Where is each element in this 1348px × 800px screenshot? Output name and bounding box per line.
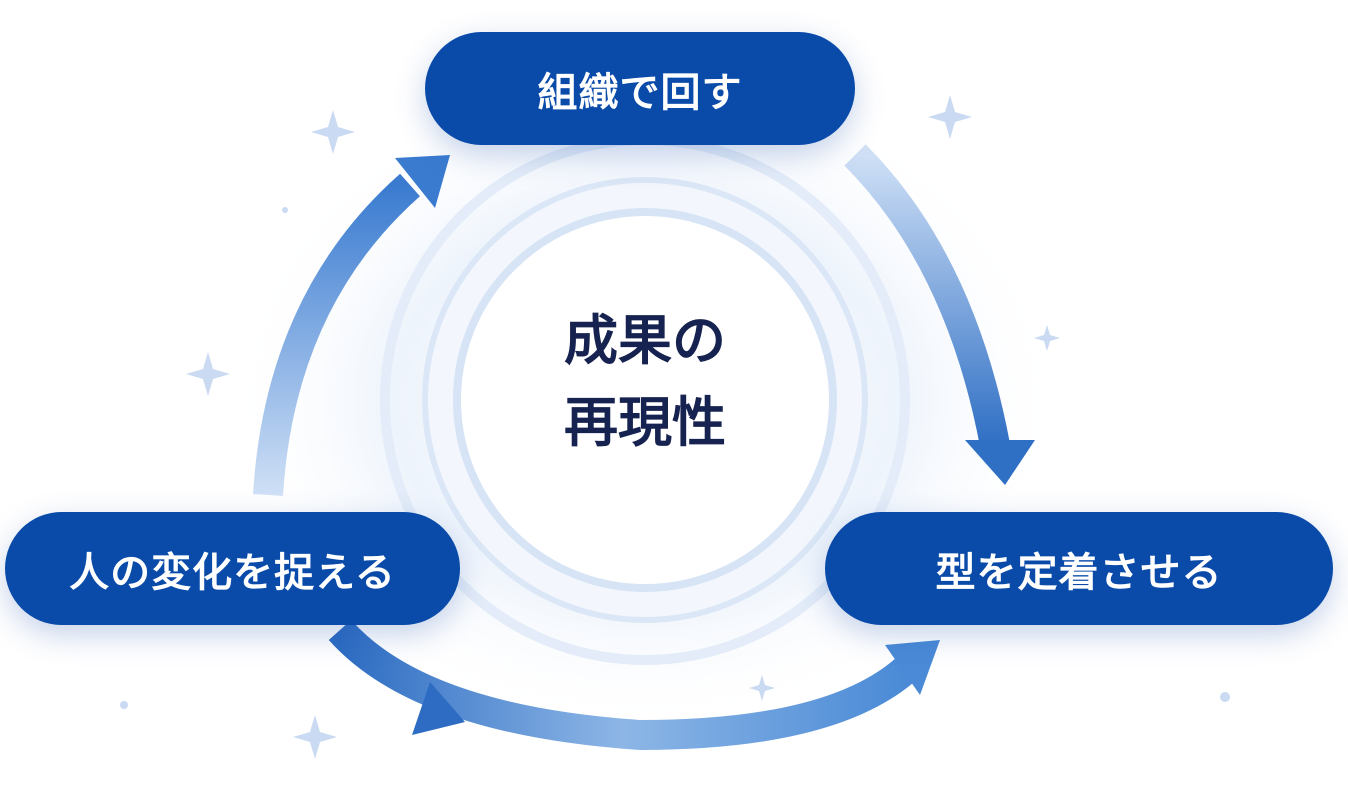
sparkle-icon [311, 110, 355, 154]
inner-circle [453, 208, 837, 592]
sparkle-icons [120, 95, 1230, 759]
node-right: 型を定着させる [825, 512, 1333, 625]
sparkle-icon [928, 95, 972, 139]
center-label: 成果の 再現性 [495, 300, 795, 464]
center-label-line-1: 成果の [564, 309, 726, 372]
sparkle-icon [186, 352, 230, 396]
sparkle-icon [749, 675, 775, 701]
center-label-line-2: 再現性 [564, 391, 726, 454]
node-left: 人の変化を捉える [5, 512, 460, 625]
node-top: 組織で回す [425, 32, 855, 145]
arrow-left-to-top [253, 155, 450, 496]
sparkle-icon [293, 715, 337, 759]
arrow-top-to-right [844, 144, 1035, 485]
sparkle-icon [1034, 325, 1060, 351]
arrow-bottom-bidirectional [328, 619, 940, 751]
